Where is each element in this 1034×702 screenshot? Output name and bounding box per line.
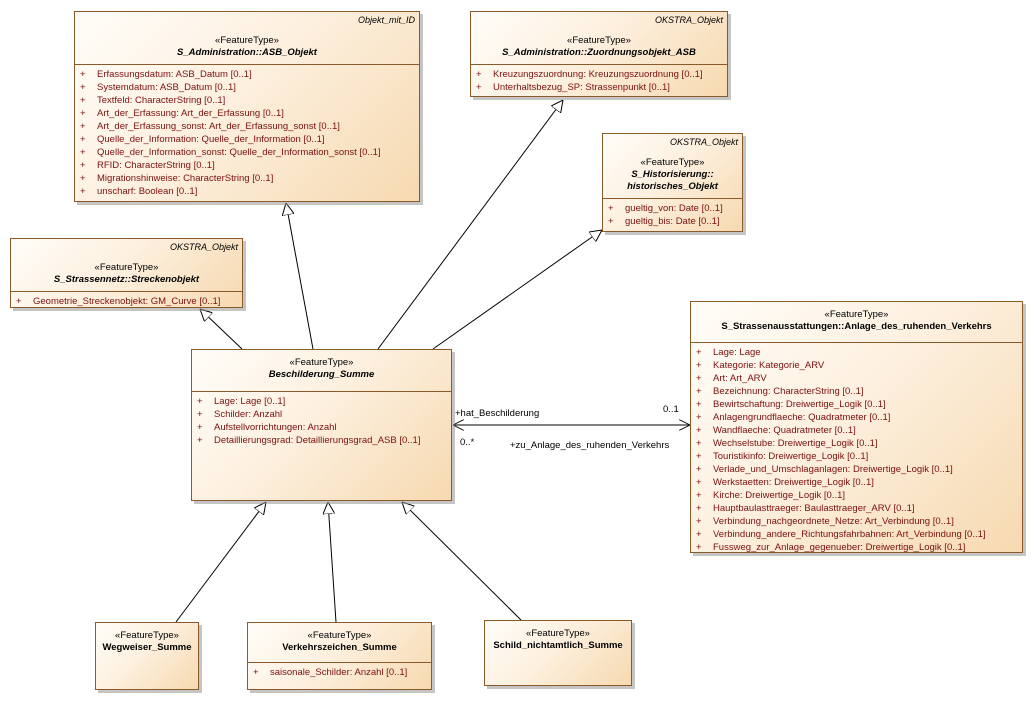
generalization-beschilderung-to-asb-objekt[interactable]	[286, 203, 314, 350]
attribute[interactable]: +Fussweg_zur_Anlage_gegenueber: Dreiwert…	[696, 542, 966, 553]
attribute[interactable]: +Quelle_der_Information_sonst: Quelle_de…	[80, 147, 381, 158]
generalization-beschilderung-to-zuordnungsobjekt[interactable]	[377, 100, 563, 350]
association-role-target: +zu_Anlage_des_ruhenden_Verkehrs	[510, 440, 670, 451]
attribute[interactable]: +Art_der_Erfassung_sonst: Art_der_Erfass…	[80, 121, 340, 132]
association-role-source: +hat_Beschilderung	[455, 408, 540, 419]
generalization-beschilderung-to-streckenobjekt[interactable]	[200, 309, 243, 350]
attribute[interactable]: +Systemdatum: ASB_Datum [0..1]	[80, 82, 236, 93]
class-name: Schild_nichtamtlich_Summe	[493, 640, 623, 651]
class-beschilderung-summe[interactable]: «FeatureType» Beschilderung_Summe +Lage:…	[191, 349, 452, 501]
attribute[interactable]: +Textfeld: CharacterString [0..1]	[80, 95, 226, 106]
class-header: «FeatureType» Wegweiser_Summe	[96, 623, 198, 659]
class-stereotype: «FeatureType»	[640, 157, 705, 168]
class-asb-objekt[interactable]: Objekt_mit_ID «FeatureType» S_Administra…	[74, 11, 420, 202]
generalization-schild-to-beschilderung[interactable]	[402, 502, 522, 621]
class-header: Objekt_mit_ID «FeatureType» S_Administra…	[75, 12, 419, 64]
attribute[interactable]: +Wechselstube: Dreiwertige_Logik [0..1]	[696, 438, 878, 449]
attribute[interactable]: +Art_der_Erfassung: Art_der_Erfassung [0…	[80, 108, 284, 119]
generalization-wegweiser-to-beschilderung[interactable]	[175, 502, 266, 623]
class-tag: OKSTRA_Objekt	[169, 242, 238, 252]
attribute[interactable]: +Schilder: Anzahl	[197, 409, 283, 420]
attribute[interactable]: +Wandflaeche: Quadratmeter [0..1]	[696, 425, 856, 436]
attribute[interactable]: +RFID: CharacterString [0..1]	[80, 160, 215, 171]
class-stereotype: «FeatureType»	[567, 35, 631, 46]
attribute[interactable]: +Touristikinfo: Dreiwertige_Logik [0..1]	[696, 451, 869, 462]
class-zuordnungsobjekt-asb[interactable]: OKSTRA_Objekt «FeatureType» S_Administra…	[470, 11, 728, 97]
class-name: Wegweiser_Summe	[102, 642, 192, 653]
attribute[interactable]: +Quelle_der_Information: Quelle_der_Info…	[80, 134, 325, 145]
class-header: «FeatureType» Verkehrszeichen_Summe	[248, 623, 431, 659]
class-stereotype: «FeatureType»	[526, 628, 590, 639]
attribute[interactable]: +Lage: Lage	[696, 347, 761, 358]
association-multiplicity-source: 0..*	[460, 437, 475, 448]
attribute[interactable]: +Verbindung_nachgeordnete_Netze: Art_Ver…	[696, 516, 954, 527]
attribute[interactable]: +Aufstellvorrichtungen: Anzahl	[197, 422, 337, 433]
class-header: «FeatureType» Schild_nichtamtlich_Summe	[485, 621, 631, 657]
attribute[interactable]: +Detaillierungsgrad: Detaillierungsgrad_…	[197, 435, 421, 446]
attribute-list: +Lage: Lage [0..1] +Schilder: Anzahl +Au…	[192, 391, 451, 450]
attribute[interactable]: +gueltig_von: Date [0..1]	[608, 203, 723, 214]
class-name-line1: S_Historisierung::	[631, 169, 714, 180]
class-header: «FeatureType» S_Strassenausstattungen::A…	[691, 302, 1022, 338]
attribute-list: +Lage: Lage +Kategorie: Kategorie_ARV +A…	[691, 342, 1022, 557]
class-name: Verkehrszeichen_Summe	[282, 642, 397, 653]
attribute[interactable]: +Migrationshinweise: CharacterString [0.…	[80, 173, 274, 184]
generalization-verkehrszeichen-to-beschilderung[interactable]	[328, 502, 337, 623]
class-name: Beschilderung_Summe	[268, 369, 375, 380]
class-historisches-objekt[interactable]: OKSTRA_Objekt «FeatureType» S_Historisie…	[602, 133, 743, 232]
generalization-beschilderung-to-historisches-objekt[interactable]	[432, 230, 602, 350]
attribute[interactable]: +Verbindung_andere_Richtungsfahrbahnen: …	[696, 529, 986, 540]
class-header: OKSTRA_Objekt «FeatureType» S_Strassenne…	[11, 239, 242, 291]
class-schild-nichtamtlich-summe[interactable]: «FeatureType» Schild_nichtamtlich_Summe	[484, 620, 632, 686]
class-wegweiser-summe[interactable]: «FeatureType» Wegweiser_Summe	[95, 622, 199, 690]
class-tag: OKSTRA_Objekt	[669, 137, 738, 147]
attribute[interactable]: +Unterhaltsbezug_SP: Strassenpunkt [0..1…	[476, 82, 670, 93]
class-name-line2: historisches_Objekt	[627, 181, 718, 192]
class-name: S_Strassenausstattungen::Anlage_des_ruhe…	[721, 321, 992, 332]
class-name: S_Administration::ASB_Objekt	[177, 47, 317, 58]
class-name: S_Administration::Zuordnungsobjekt_ASB	[502, 47, 696, 58]
attribute[interactable]: +Hauptbaulasttraeger: Baulasttraeger_ARV…	[696, 503, 915, 514]
class-stereotype: «FeatureType»	[94, 262, 159, 273]
attribute[interactable]: +Kreuzungszuordnung: Kreuzungszuordnung …	[476, 69, 703, 80]
association-multiplicity-target: 0..1	[663, 404, 679, 415]
class-header: «FeatureType» Beschilderung_Summe	[192, 350, 451, 386]
attribute[interactable]: +Werkstaetten: Dreiwertige_Logik [0..1]	[696, 477, 874, 488]
class-stereotype: «FeatureType»	[215, 35, 279, 46]
attribute[interactable]: +Anlagengrundflaeche: Quadratmeter [0..1…	[696, 412, 891, 423]
attribute[interactable]: +Bewirtschaftung: Dreiwertige_Logik [0..…	[696, 399, 886, 410]
attribute[interactable]: +unscharf: Boolean [0..1]	[80, 186, 198, 197]
class-stereotype: «FeatureType»	[307, 630, 372, 641]
attribute[interactable]: +Bezeichnung: CharacterString [0..1]	[696, 386, 864, 397]
attribute-list: +Kreuzungszuordnung: Kreuzungszuordnung …	[471, 64, 727, 97]
attribute-list: +gueltig_von: Date [0..1] +gueltig_bis: …	[603, 198, 742, 231]
class-stereotype: «FeatureType»	[289, 357, 354, 368]
attribute[interactable]: +Lage: Lage [0..1]	[197, 396, 286, 407]
class-anlage-des-ruhenden-verkehrs[interactable]: «FeatureType» S_Strassenausstattungen::A…	[690, 301, 1023, 553]
class-header: OKSTRA_Objekt «FeatureType» S_Administra…	[471, 12, 727, 64]
attribute[interactable]: +Art: Art_ARV	[696, 373, 767, 384]
class-name: S_Strassennetz::Streckenobjekt	[53, 274, 200, 285]
attribute[interactable]: +Geometrie_Streckenobjekt: GM_Curve [0..…	[16, 296, 221, 307]
attribute[interactable]: +gueltig_bis: Date [0..1]	[608, 216, 720, 227]
attribute-list: +Geometrie_Streckenobjekt: GM_Curve [0..…	[11, 291, 242, 311]
class-stereotype: «FeatureType»	[824, 309, 889, 320]
attribute[interactable]: +saisonale_Schilder: Anzahl [0..1]	[253, 667, 408, 678]
attribute-list: +saisonale_Schilder: Anzahl [0..1]	[248, 662, 431, 682]
attribute[interactable]: +Erfassungsdatum: ASB_Datum [0..1]	[80, 69, 252, 80]
attribute[interactable]: +Kategorie: Kategorie_ARV	[696, 360, 825, 371]
class-tag: Objekt_mit_ID	[357, 15, 415, 25]
class-header: OKSTRA_Objekt «FeatureType» S_Historisie…	[603, 134, 742, 198]
attribute[interactable]: +Kirche: Dreiwertige_Logik [0..1]	[696, 490, 846, 501]
class-streckenobjekt[interactable]: OKSTRA_Objekt «FeatureType» S_Strassenne…	[10, 238, 243, 308]
class-verkehrszeichen-summe[interactable]: «FeatureType» Verkehrszeichen_Summe +sai…	[247, 622, 432, 690]
attribute-list: +Erfassungsdatum: ASB_Datum [0..1] +Syst…	[75, 64, 419, 201]
class-stereotype: «FeatureType»	[115, 630, 179, 641]
attribute[interactable]: +Verlade_und_Umschlaganlagen: Dreiwertig…	[696, 464, 953, 475]
class-tag: OKSTRA_Objekt	[654, 15, 723, 25]
